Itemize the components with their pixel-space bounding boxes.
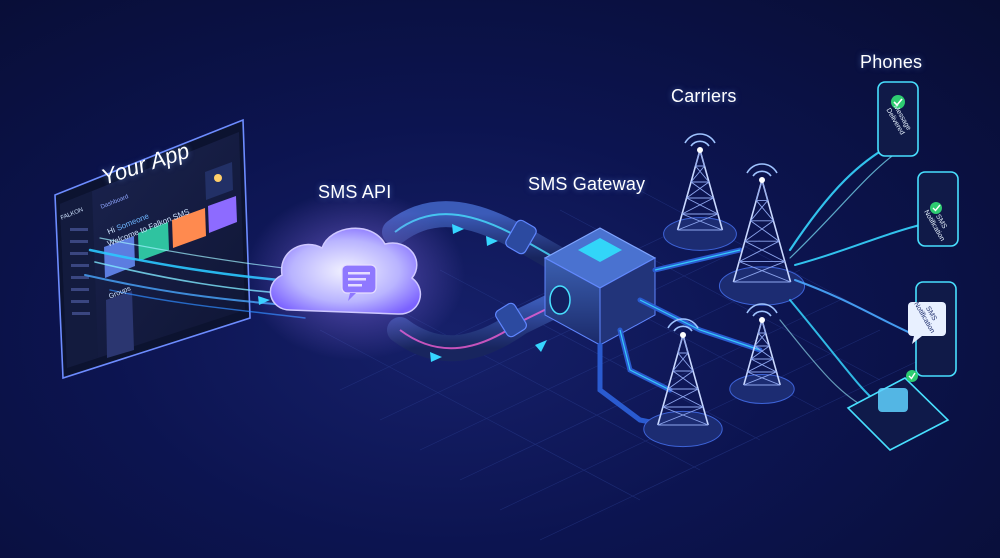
app-groups-panel — [106, 291, 134, 358]
app-window — [54, 118, 251, 380]
carrier-tower-4 — [729, 303, 795, 404]
check-icon — [891, 95, 905, 109]
label-sms-gateway: SMS Gateway — [528, 174, 646, 194]
phone-4-flat — [846, 370, 950, 451]
phone-2 — [917, 171, 959, 247]
app-sidebar — [60, 191, 98, 368]
label-sms-api: SMS API — [318, 182, 392, 202]
gateway-port — [549, 285, 571, 315]
gateway-chip — [578, 238, 622, 262]
carrier-towers — [643, 133, 806, 448]
app-card-teal — [138, 222, 169, 261]
sms-bubble-icon — [908, 302, 946, 336]
check-icon — [930, 202, 942, 214]
phone-1 — [877, 81, 919, 157]
gateway-cable-glow — [619, 249, 761, 391]
phone-3 — [908, 281, 957, 377]
carrier-tower-3 — [643, 318, 723, 448]
label-carriers: Carriers — [671, 86, 737, 106]
carrier-tower-2 — [718, 163, 806, 306]
app-card-orange — [172, 208, 206, 248]
avatar — [214, 174, 222, 182]
app-sidebar-items — [70, 228, 90, 315]
carrier-tower-1 — [663, 133, 737, 251]
chat-bubble-icon — [878, 388, 908, 412]
app-card-purple — [208, 196, 237, 233]
check-icon — [906, 370, 918, 382]
tower-to-phone-streams — [779, 138, 921, 411]
gateway-cube — [543, 227, 657, 346]
cloud-icon — [245, 190, 465, 360]
label-phones: Phones — [860, 52, 923, 72]
